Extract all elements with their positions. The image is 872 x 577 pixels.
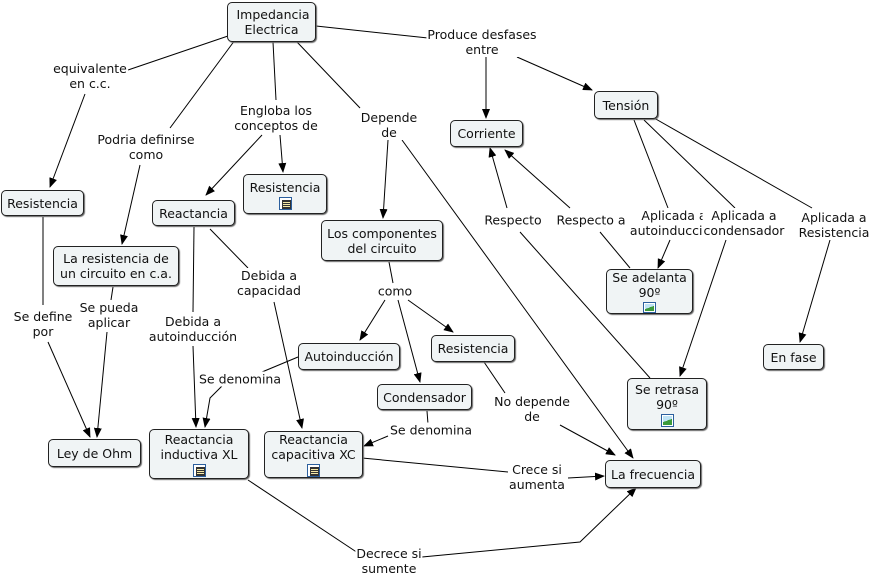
edge-decrece-frecuencia — [421, 487, 637, 558]
label-debida-autoinduccion: Debida a autoinducción — [147, 314, 239, 344]
edge-xc-crece — [361, 457, 509, 473]
node-corriente[interactable]: Corriente — [450, 120, 523, 147]
node-la-frecuencia[interactable]: La frecuencia — [605, 460, 701, 488]
edge-impedancia-depende — [296, 41, 361, 109]
label-aplicada-condensador: Aplicada a condensador — [702, 208, 786, 238]
label-se-denomina-1: Se denomina — [197, 371, 283, 387]
label-depende: Depende de — [359, 110, 419, 140]
edge-produce-tension — [516, 56, 593, 91]
edge-sedenomina-xl — [202, 385, 223, 428]
edge-debida-auto-xl — [191, 345, 200, 428]
edge-impedancia-produce — [315, 25, 429, 39]
edge-componentes-como — [388, 261, 394, 284]
image-icon[interactable] — [643, 302, 656, 313]
edge-respecto-a-corriente — [504, 149, 571, 209]
label-crece: Crece si aumenta — [508, 462, 566, 492]
edge-aplicada-auto-adelanta — [657, 239, 671, 269]
image-icon[interactable] — [660, 413, 674, 427]
node-en-fase[interactable]: En fase — [763, 344, 824, 370]
edge-equivalente-resistencia — [49, 93, 86, 188]
edge-sedefine-ley — [47, 341, 91, 438]
label-respecto-a: Respecto a — [555, 212, 627, 228]
label-aplicada-resistencia: Aplicada a Resistencia — [797, 210, 871, 240]
edge-depende-componentes — [379, 139, 389, 219]
node-reactancia-xc[interactable]: Reactancia capacitiva XC — [264, 431, 363, 478]
node-componentes[interactable]: Los componentes del circuito — [321, 220, 443, 261]
edge-podria-lares — [120, 164, 141, 245]
label-podria-definirse: Podria definirse como — [96, 132, 196, 162]
edge-aplicada-cond-retrasa — [679, 239, 727, 377]
edge-adelanta-respecto-a — [599, 231, 631, 269]
node-condensador[interactable]: Condensador — [377, 384, 472, 410]
label-produce: Produce desfases entre — [426, 27, 538, 57]
node-autoinduccion[interactable]: Autoinducción — [298, 343, 400, 370]
node-resistencia-ca[interactable]: La resistencia de un circuito en c.a. — [53, 246, 179, 286]
edge-retrasa-respecto — [519, 231, 651, 379]
document-icon[interactable] — [278, 197, 292, 210]
edge-tension-aplicada-cond — [643, 119, 736, 209]
node-reactancia-xl[interactable]: Reactancia inductiva XL — [149, 429, 249, 479]
edge-reactancia-debida-cap — [209, 228, 249, 269]
edge-xl-decrece — [247, 479, 359, 554]
edge-nodepende-frecuencia — [559, 424, 616, 456]
label-debida-capacidad: Debida a capacidad — [235, 268, 303, 298]
label-respecto: Respecto — [483, 212, 543, 228]
edge-sedenomina-xc — [363, 435, 389, 447]
node-ley-de-ohm[interactable]: Ley de Ohm — [48, 439, 141, 467]
edge-como-autoinduccion — [359, 299, 386, 341]
edge-crece-frecuencia — [567, 472, 605, 481]
node-se-adelanta[interactable]: Se adelanta 90º — [606, 269, 693, 314]
node-impedancia-electrica[interactable]: Impedancia Electrica — [227, 2, 316, 42]
label-equivalente: equivalente en c.c. — [52, 61, 128, 91]
label-decrece: Decrece si sumente — [355, 546, 423, 576]
node-resistencia-left[interactable]: Resistencia — [1, 190, 84, 216]
edge-engloba-reactancia — [205, 134, 263, 196]
node-reactancia[interactable]: Reactancia — [152, 200, 235, 226]
edge-sepueda-ley — [93, 331, 108, 438]
edge-depende-frecuencia — [401, 139, 634, 459]
document-icon[interactable] — [307, 464, 320, 477]
node-se-retrasa[interactable]: Se retrasa 90º — [627, 378, 707, 430]
edge-aplicada-res-enfase — [798, 239, 831, 343]
edge-tension-aplicada-res — [653, 117, 813, 209]
node-resistencia-comp[interactable]: Resistencia — [431, 335, 515, 362]
edge-como-condensador — [397, 299, 422, 383]
edge-lares-sepueda — [110, 286, 114, 301]
edge-autoinduccion-sedenomina — [261, 356, 299, 373]
edge-engloba-resistencia — [278, 134, 287, 173]
node-resistencia-mid[interactable]: Resistencia — [243, 174, 327, 214]
edge-impedancia-equivalente — [127, 35, 229, 71]
edge-impedancia-engloba — [272, 41, 277, 101]
node-tension[interactable]: Tensión — [594, 91, 658, 119]
label-como: como — [376, 283, 414, 299]
document-icon[interactable] — [192, 463, 206, 477]
label-se-denomina-2: Se denomina — [388, 422, 474, 438]
label-se-define: Se define por — [12, 309, 74, 339]
edge-rescomp-nodepende — [483, 361, 506, 394]
edge-condensador-sedenomina — [426, 410, 429, 425]
edge-reactancia-debida-auto — [192, 226, 195, 313]
edge-tension-aplicada-auto — [633, 119, 669, 209]
label-engloba: Engloba los conceptos de — [233, 103, 319, 133]
label-no-depende: No depende de — [493, 394, 571, 424]
edge-impedancia-podria — [169, 39, 236, 129]
edge-como-resistencia — [407, 299, 454, 333]
edge-debida-cap-xc — [273, 301, 304, 429]
edge-respecto-corriente — [488, 147, 508, 209]
label-se-pueda: Se pueda aplicar — [78, 300, 140, 330]
